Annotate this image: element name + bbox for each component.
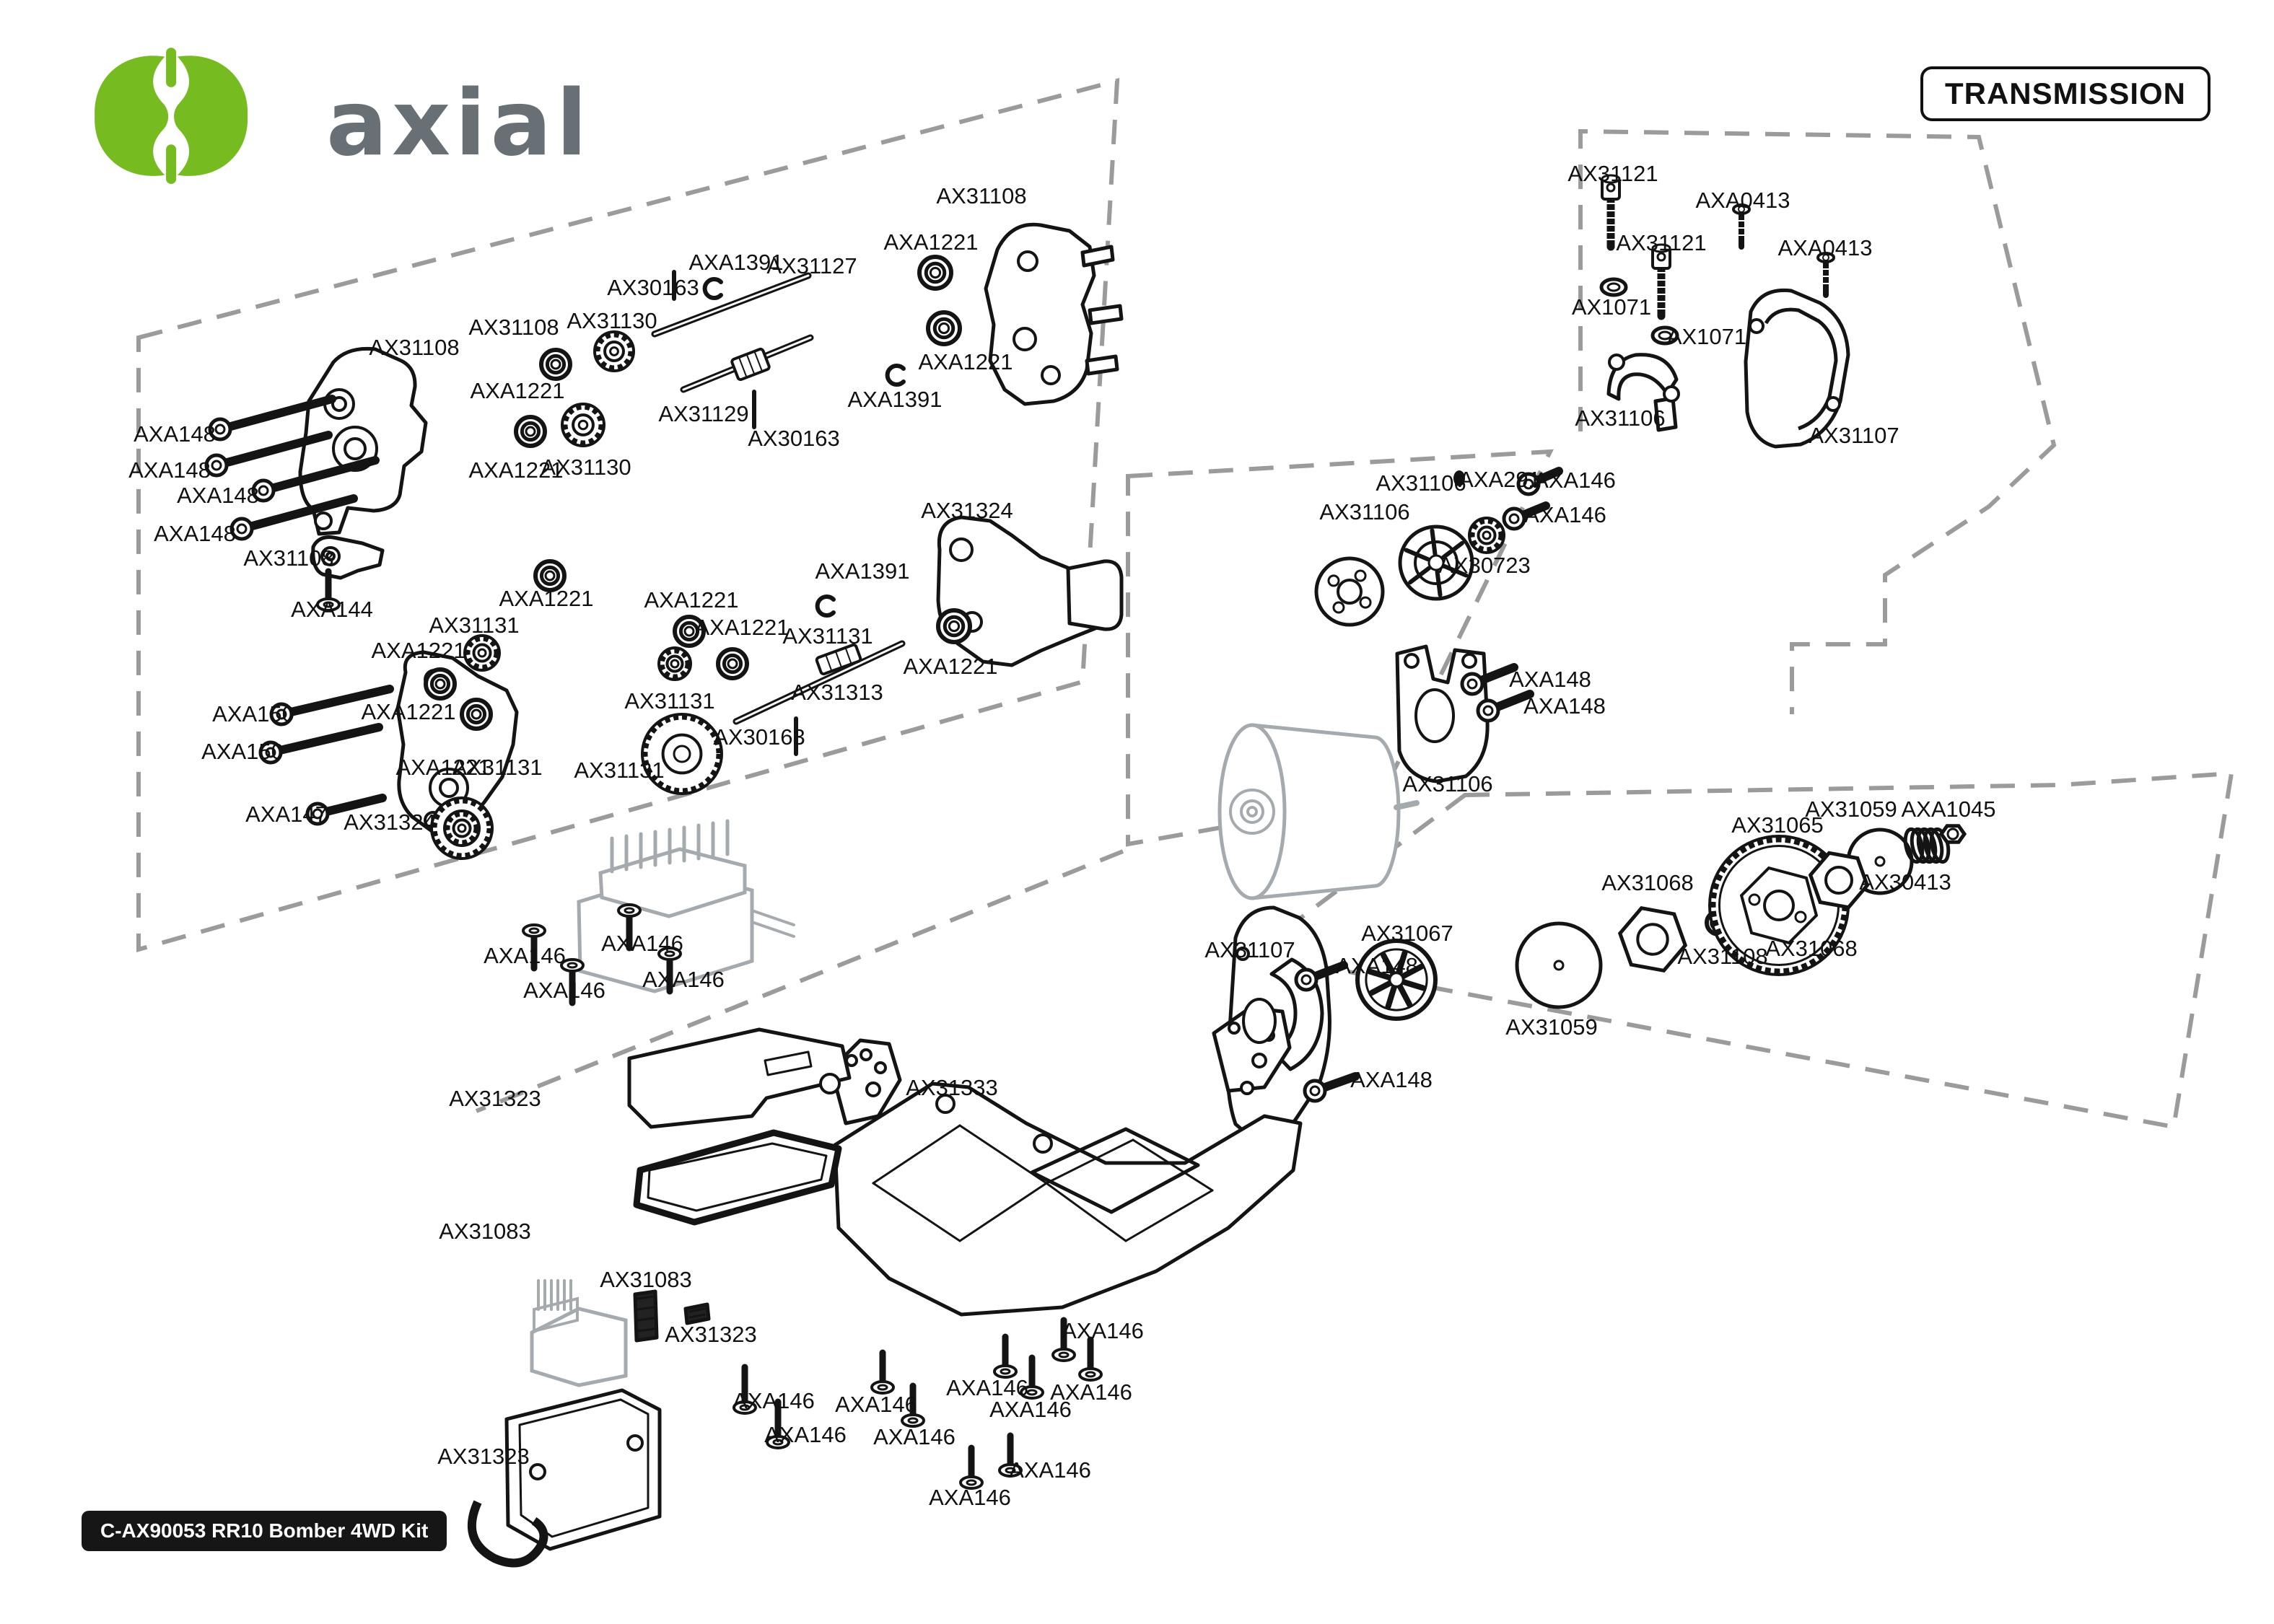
part-label: AXA146 bbox=[946, 1375, 1028, 1400]
part-label: AXA0413 bbox=[1696, 188, 1790, 213]
part-label: AX31106 bbox=[1376, 470, 1466, 496]
part-label: AX30413 bbox=[1859, 869, 1951, 895]
part-label: AXA1391 bbox=[689, 250, 784, 275]
part-label: AXA146 bbox=[642, 967, 725, 992]
part-label: AXA1221 bbox=[884, 229, 979, 255]
part-label: AXA1045 bbox=[1902, 796, 1996, 822]
part-label: AX31324 bbox=[921, 498, 1013, 523]
part-label: AXA291 bbox=[1459, 467, 1541, 492]
brand-logo: axial bbox=[85, 40, 592, 198]
part-label: AXA146 bbox=[1062, 1318, 1144, 1343]
part-label: AX31131 bbox=[574, 758, 664, 783]
part-label: AXA146 bbox=[1050, 1379, 1132, 1405]
part-label: AX31106 bbox=[1402, 771, 1492, 796]
part-label: AXA148 bbox=[154, 521, 236, 546]
part-label: AXA148 bbox=[177, 483, 259, 508]
part-label: AX31083 bbox=[600, 1267, 692, 1292]
part-label: AX31106 bbox=[1575, 405, 1665, 431]
part-label: AXA1221 bbox=[362, 699, 456, 724]
part-label: AXA1221 bbox=[904, 654, 998, 679]
part-label: AX31323 bbox=[665, 1322, 757, 1347]
part-label: AXA1221 bbox=[372, 638, 466, 663]
title-badge: TRANSMISSION bbox=[1920, 66, 2210, 121]
part-label: AXA148 bbox=[1350, 1067, 1433, 1092]
part-label: AXA146 bbox=[1009, 1457, 1091, 1483]
part-label: AXA1391 bbox=[815, 558, 910, 584]
part-label: AXA146 bbox=[1534, 468, 1616, 493]
part-label: AX31108 bbox=[243, 545, 333, 571]
part-label: AXA1221 bbox=[471, 378, 565, 403]
part-label: AX31108 bbox=[468, 315, 559, 340]
part-label: AXA146 bbox=[484, 943, 566, 968]
part-label: AXA1221 bbox=[469, 457, 564, 483]
part-label: AXA146 bbox=[601, 931, 683, 956]
part-label: AXA1391 bbox=[848, 387, 943, 412]
part-label: AX31065 bbox=[1731, 812, 1824, 838]
part-label: AX31131 bbox=[782, 623, 873, 649]
part-label: AX31324 bbox=[344, 809, 436, 835]
part-label: AX31313 bbox=[791, 680, 883, 705]
part-label: AX31131 bbox=[452, 755, 542, 780]
part-label: AXA148 bbox=[134, 421, 216, 447]
part-label: AXA148 bbox=[1336, 953, 1418, 978]
part-label: AX1071 bbox=[1667, 324, 1746, 349]
part-label: AX31068 bbox=[1765, 936, 1858, 961]
part-label: AXA146 bbox=[764, 1422, 847, 1447]
part-label: AX31121 bbox=[1567, 161, 1658, 186]
part-label: AX31107 bbox=[1809, 423, 1899, 448]
part-label: AXA146 bbox=[733, 1388, 815, 1413]
part-label: AXA146 bbox=[523, 978, 605, 1003]
part-label: AX31129 bbox=[658, 401, 748, 426]
part-label: AXA146 bbox=[835, 1392, 917, 1417]
part-label: AXA144 bbox=[291, 597, 373, 622]
part-label: AX31108 bbox=[936, 183, 1026, 209]
part-label: AX31083 bbox=[439, 1219, 531, 1244]
part-label: AX30163 bbox=[713, 724, 805, 750]
kit-badge: C-AX90053 RR10 Bomber 4WD Kit bbox=[82, 1511, 447, 1551]
part-label: AX31323 bbox=[437, 1444, 530, 1469]
part-label: AXA147 bbox=[245, 802, 328, 827]
part-label: AXA1221 bbox=[644, 587, 739, 613]
part-label: AXA0413 bbox=[1778, 235, 1873, 260]
part-label: AXA150 bbox=[212, 701, 294, 727]
part-label: AXA146 bbox=[873, 1424, 955, 1449]
part-label: AX31121 bbox=[1616, 230, 1706, 255]
part-label: AXA1221 bbox=[695, 615, 790, 640]
part-label: AXA146 bbox=[1524, 502, 1606, 527]
part-label: AX31059 bbox=[1505, 1014, 1598, 1040]
part-label: AX31068 bbox=[1601, 870, 1694, 895]
part-label: AX31131 bbox=[624, 688, 714, 714]
part-label: AX31333 bbox=[906, 1075, 998, 1100]
part-label: AX31130 bbox=[567, 308, 657, 333]
part-label: AX31323 bbox=[449, 1086, 541, 1111]
part-label: AX31106 bbox=[1319, 499, 1409, 524]
part-label: AX31108 bbox=[1677, 944, 1767, 969]
part-label: AX31067 bbox=[1361, 921, 1453, 946]
part-label: AXA148 bbox=[128, 457, 211, 483]
part-label: AX30163 bbox=[748, 426, 840, 451]
part-label: AXA1221 bbox=[919, 349, 1013, 374]
part-label: AX30163 bbox=[607, 275, 699, 300]
part-label: AX1071 bbox=[1572, 294, 1651, 320]
part-label: AX31059 bbox=[1805, 796, 1897, 822]
brand-emblem-icon bbox=[95, 48, 248, 184]
part-label: AX31131 bbox=[429, 613, 519, 638]
part-label: AX30723 bbox=[1438, 553, 1531, 578]
part-label: AXA150 bbox=[201, 739, 284, 764]
part-label: AXA1221 bbox=[499, 586, 594, 611]
part-label: AX31127 bbox=[766, 253, 857, 278]
part-label: AX31130 bbox=[541, 455, 631, 480]
part-label: AXA148 bbox=[1509, 667, 1591, 692]
part-label: AX31107 bbox=[1204, 937, 1295, 962]
part-label: AXA1221 bbox=[396, 755, 491, 780]
part-label: AX31108 bbox=[369, 335, 459, 360]
part-label: AXA146 bbox=[929, 1485, 1011, 1510]
part-label: AXA146 bbox=[989, 1397, 1072, 1422]
part-label: AXA148 bbox=[1523, 693, 1606, 719]
brand-name: axial bbox=[326, 69, 592, 176]
